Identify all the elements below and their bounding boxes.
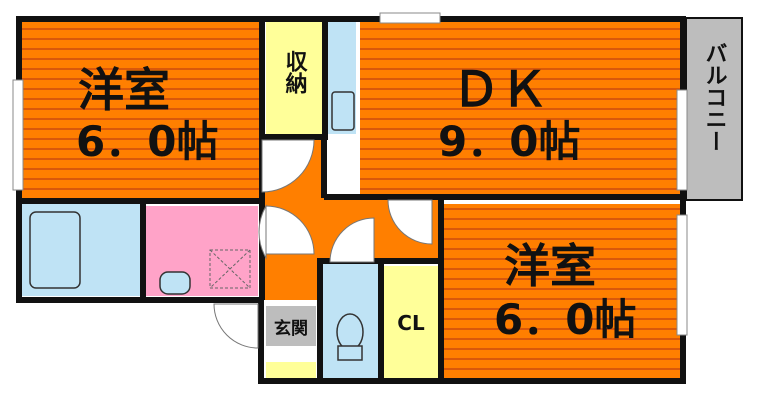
dk-size: 9．0帖 bbox=[438, 117, 580, 166]
closet-label: CL bbox=[397, 311, 425, 335]
western-room-left-name: 洋室 bbox=[78, 63, 170, 117]
balcony-label: バルコニー bbox=[702, 42, 727, 152]
wash-basin bbox=[159, 271, 191, 295]
dk-room bbox=[360, 22, 680, 194]
storage-closet bbox=[266, 22, 322, 134]
door-swings bbox=[213, 139, 433, 349]
toilet-icon bbox=[336, 313, 364, 351]
western-room-right-size: 6．0帖 bbox=[494, 295, 636, 344]
bathtub bbox=[29, 211, 81, 289]
entrance-label: 玄関 bbox=[274, 318, 308, 339]
dk-name: ＤＫ bbox=[452, 62, 548, 118]
western-room-left bbox=[22, 22, 260, 198]
western-room-right-name: 洋室 bbox=[504, 239, 596, 293]
storage-label: 収納 bbox=[282, 50, 308, 95]
walls bbox=[16, 16, 686, 384]
western-room-left-size: 6．0帖 bbox=[76, 117, 218, 166]
windows bbox=[12, 12, 688, 336]
entrance-step bbox=[266, 362, 316, 378]
sink bbox=[331, 91, 355, 131]
cl-closet bbox=[384, 266, 438, 378]
entrance-label-box bbox=[266, 306, 316, 346]
washing-machine-spot bbox=[209, 249, 251, 289]
western-room-right bbox=[444, 204, 680, 378]
